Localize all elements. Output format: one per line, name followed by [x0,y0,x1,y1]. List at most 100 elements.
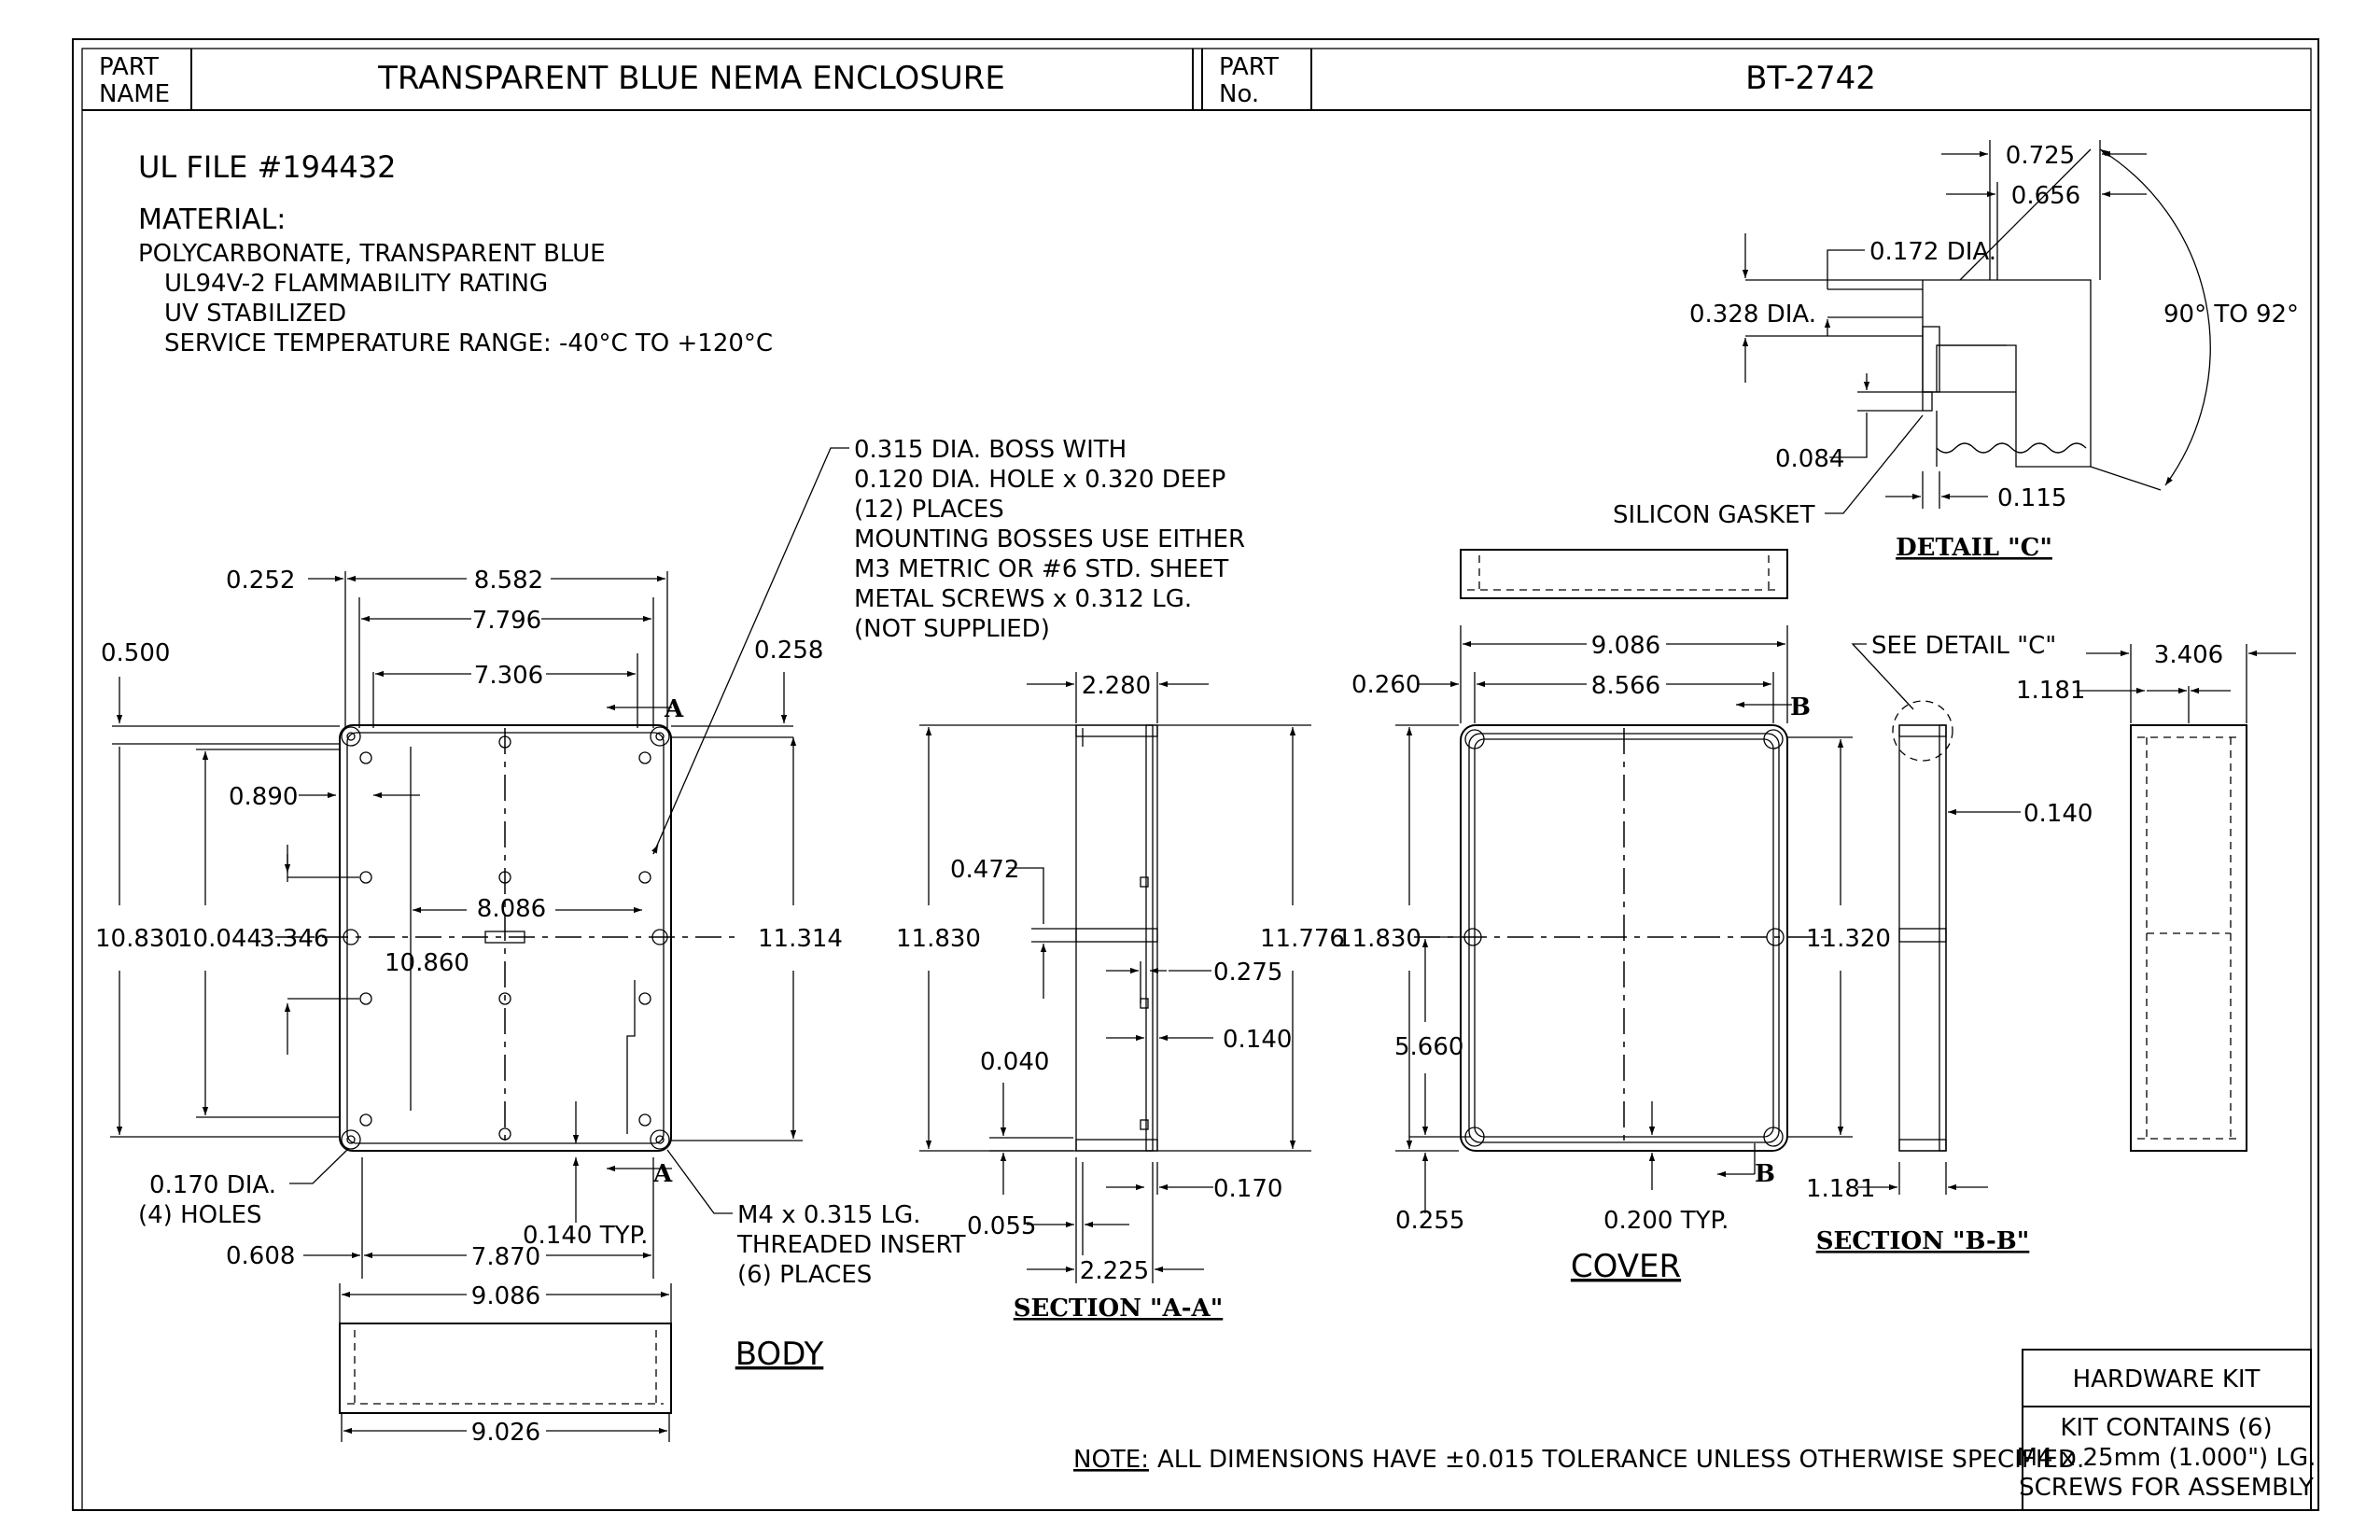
dim-0608: 0.608 [226,1242,295,1270]
section-mark-b-top: B [1790,693,1811,721]
dim-9086-cover: 9.086 [1591,632,1660,660]
hardware-kit-line: M4 x 25mm (1.000") LG. [2017,1444,2317,1472]
section-mark-b-bottom: B [1755,1160,1775,1188]
see-detail-c: SEE DETAIL "C" [1871,632,2056,660]
detail-c-title: DETAIL "C" [1896,534,2052,562]
dim-0328-dia: 0.328 DIA. [1689,301,1816,329]
dim-0260: 0.260 [1351,671,1421,699]
material-line: UL94V-2 FLAMMABILITY RATING [164,270,548,298]
dim-0115: 0.115 [1997,484,2066,512]
dim-7870: 7.870 [471,1243,540,1271]
dim-0140-bb: 0.140 [2023,800,2093,828]
dim-10830: 10.830 [95,925,180,953]
dim-0255: 0.255 [1395,1207,1464,1235]
dim-0275: 0.275 [1213,959,1282,987]
detail-c-view [1922,148,2211,491]
material-line: UV STABILIZED [164,300,346,328]
body-title: BODY [735,1336,824,1373]
dim-7796: 7.796 [472,607,541,635]
dim-11830-cover: 11.830 [1337,925,1421,953]
dim-0258: 0.258 [754,637,823,665]
section-aa-view [1075,724,1158,1152]
section-bb-view [1892,700,2247,1152]
dim-0055: 0.055 [967,1212,1036,1240]
section-aa-title: SECTION "A-A" [1014,1295,1224,1323]
dim-2225: 2.225 [1080,1257,1149,1285]
body-view [275,724,737,1414]
boss-note-line: M3 METRIC OR #6 STD. SHEET [854,555,1228,583]
section-bb-title: SECTION "B-B" [1816,1227,2030,1255]
cover-view [1414,549,1829,1152]
boss-note-line: 0.315 DIA. BOSS WITH [854,436,1127,464]
dim-11314: 11.314 [758,925,843,953]
hardware-kit-line: SCREWS FOR ASSEMBLY [2019,1474,2314,1502]
dim-10044: 10.044 [177,925,262,953]
dim-11776: 11.776 [1260,925,1345,953]
dim-3406: 3.406 [2154,641,2223,669]
boss-note-line: 0.120 DIA. HOLE x 0.320 DEEP [854,466,1225,494]
cover-title: COVER [1571,1248,1681,1285]
dim-1181-top: 1.181 [2016,677,2085,705]
dim-0170: 0.170 [1213,1175,1282,1203]
dim-9086-body: 9.086 [471,1282,540,1310]
dim-0084: 0.084 [1775,445,1844,473]
dim-0472: 0.472 [950,856,1019,884]
section-bb-dimensions: SEE DETAIL "C" 0.140 1.181 SECTION "B-B"… [1806,632,2296,1255]
dim-5660: 5.660 [1394,1033,1463,1061]
dim-8582: 8.582 [474,567,543,595]
dim-8566: 8.566 [1591,672,1660,700]
hardware-kit-title: HARDWARE KIT [2073,1365,2261,1393]
boss-note-line: MOUNTING BOSSES USE EITHER [854,525,1245,553]
boss-note-line: (12) PLACES [854,496,1004,524]
ul-file: UL FILE #194432 [138,149,396,185]
dim-0725: 0.725 [2006,142,2075,170]
tolerance-text: ALL DIMENSIONS HAVE ±0.015 TOLERANCE UNL… [1157,1446,2084,1474]
boss-note-line: METAL SCREWS x 0.312 LG. [854,585,1192,613]
dim-0040: 0.040 [980,1048,1049,1076]
part-name-label-2: NAME [99,80,170,108]
insert-note-line: (6) PLACES [737,1261,872,1289]
part-no-label-2: No. [1219,80,1259,108]
dim-0890: 0.890 [229,783,298,811]
boss-note-line: (NOT SUPPLIED) [854,615,1050,643]
dim-11320: 11.320 [1806,925,1891,953]
dim-0140-aa: 0.140 [1223,1026,1292,1054]
hardware-kit-box: HARDWARE KIT KIT CONTAINS (6) M4 x 25mm … [2017,1349,2317,1511]
part-no-label-1: PART [1219,53,1279,81]
hardware-kit-line: KIT CONTAINS (6) [2060,1414,2272,1442]
part-no-value: BT-2742 [1745,60,1876,97]
section-mark-a-top: A [664,695,684,723]
dim-3346: 3.346 [259,925,329,953]
dim-2280: 2.280 [1082,672,1151,700]
dim-7306: 7.306 [474,662,543,690]
holes-note-line: (4) HOLES [138,1201,262,1229]
insert-note-line: THREADED INSERT [736,1231,966,1259]
dim-9026: 9.026 [471,1419,540,1447]
section-mark-a-bottom: A [652,1160,673,1188]
part-name-label-1: PART [99,53,159,81]
dim-0200-typ: 0.200 TYP. [1603,1207,1729,1235]
dim-0500: 0.500 [101,639,170,667]
dim-0252: 0.252 [226,567,295,595]
body-dimensions: 0.252 8.582 7.796 7.306 0.500 0.258 A A … [95,567,966,1447]
tolerance-note: NOTE: ALL DIMENSIONS HAVE ±0.015 TOLERAN… [1073,1446,2084,1474]
dim-10860: 10.860 [385,949,469,977]
material-heading: MATERIAL: [138,203,286,236]
silicon-gasket: SILICON GASKET [1613,501,1815,529]
dim-8086: 8.086 [477,895,546,923]
holes-note-line: 0.170 DIA. [149,1171,276,1199]
title-block: PART NAME TRANSPARENT BLUE NEMA ENCLOSUR… [72,38,2319,1511]
tolerance-label: NOTE: [1073,1446,1149,1474]
dim-0172-dia: 0.172 DIA. [1869,238,1996,266]
detail-c-dimensions: 0.725 0.656 0.172 DIA. 0.328 DIA. 90° TO… [1613,140,2299,562]
dim-1181-bottom: 1.181 [1806,1175,1875,1203]
dim-0656: 0.656 [2011,182,2080,210]
dim-11830-aa: 11.830 [896,925,981,953]
dim-angle: 90° TO 92° [2163,301,2299,329]
material-line: POLYCARBONATE, TRANSPARENT BLUE [138,240,606,268]
material-line: SERVICE TEMPERATURE RANGE: -40°C TO +120… [164,329,773,357]
dim-0140-typ: 0.140 TYP. [523,1222,648,1250]
boss-note: 0.315 DIA. BOSS WITH 0.120 DIA. HOLE x 0… [651,436,1245,855]
cover-dimensions: 9.086 0.260 8.566 B 11.830 5.660 11.320 … [1337,625,1891,1285]
